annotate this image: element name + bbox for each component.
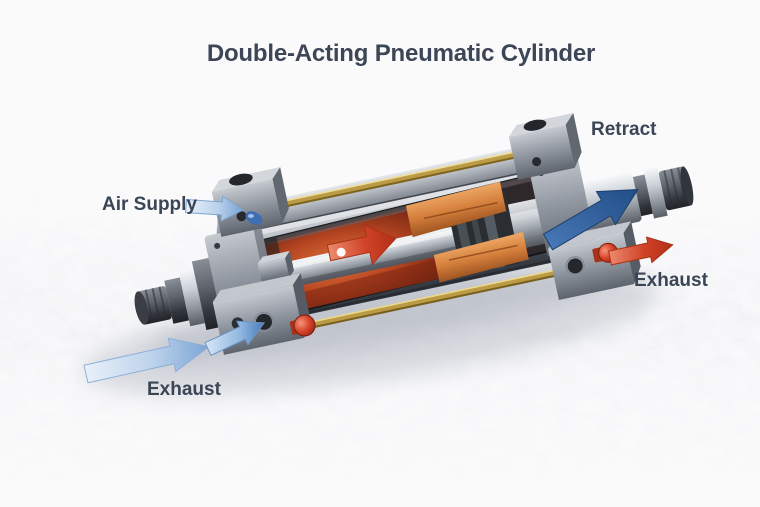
piston-seal-top [405,181,507,238]
exhaust-port [567,258,583,274]
piston [405,181,547,283]
air-supply-port [236,211,247,222]
mount-hole [523,119,547,131]
label-retract: Retract [591,119,657,140]
air-supply-arrow [184,195,244,222]
label-exhaust-bottom-left: Exhaust [147,379,221,400]
label-exhaust-right: Exhaust [634,270,708,291]
mount-hole [229,173,253,186]
label-air-supply: Air Supply [102,194,198,215]
rear-mounting-block [211,167,289,237]
rear-piston-rod [134,256,230,330]
piston-drive-arrow [326,224,397,266]
tie-rod-top [247,145,543,216]
arrow-dot [336,247,346,257]
air-inlet-droplet [245,211,263,225]
front-valve-block [548,221,641,301]
piston-seal-bottom [433,232,529,283]
diagram-title: Double-Acting Pneumatic Cylinder [206,40,596,67]
retract-arrow [542,188,639,251]
front-mounting-block [508,112,582,180]
tie-rod-bottom [278,261,594,336]
exhaust-right-arrow [608,236,674,266]
cylinder-assembly [134,112,694,355]
red-knob [293,314,316,337]
exhaust-bottom-left-arrow [83,320,266,384]
